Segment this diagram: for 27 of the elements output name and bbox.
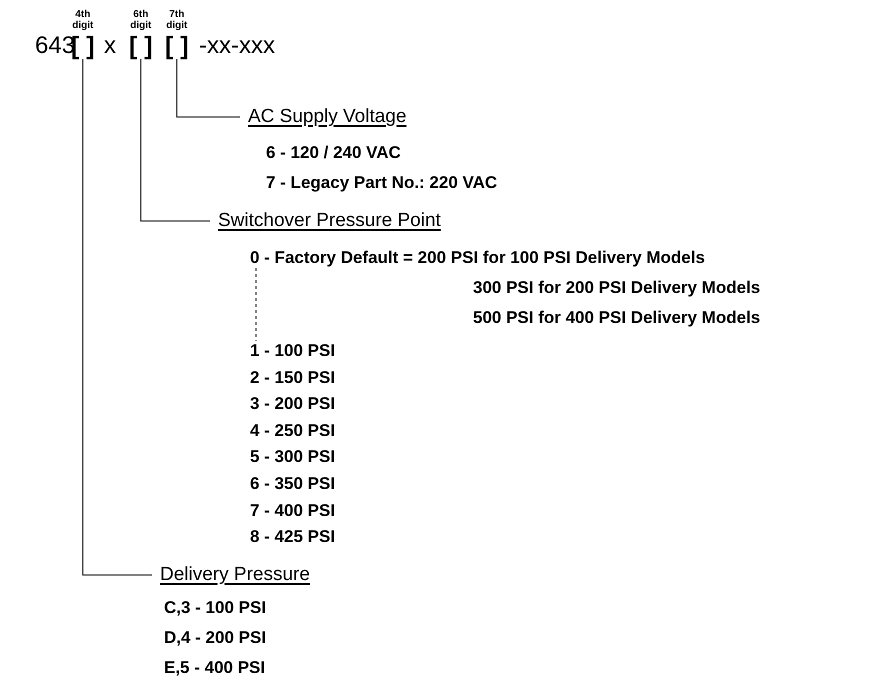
option-text: 1 - 100 PSI <box>250 341 336 361</box>
part-number-text: -xx-xxx <box>199 33 275 59</box>
leader-line <box>176 58 240 118</box>
digit-position-label: 7th digit <box>165 9 188 31</box>
section-heading: Delivery Pressure <box>152 564 310 586</box>
digit-position-label: 4th digit <box>71 9 94 31</box>
option-text: 3 - 200 PSI <box>250 394 336 414</box>
option-text: 7 - Legacy Part No.: 220 VAC <box>266 173 498 193</box>
option-text: 0 - Factory Default = 200 PSI for 100 PSI Delivery Models <box>250 248 705 268</box>
section-heading: AC Supply Voltage <box>240 106 406 128</box>
option-text: 5 - 300 PSI <box>250 447 336 468</box>
option-text: D,4 - 200 PSI <box>164 628 266 648</box>
leader-line <box>82 58 152 576</box>
option-text: 2 - 150 PSI <box>250 368 336 388</box>
option-text: 8 - 425 PSI <box>250 527 336 548</box>
option-text: 4 - 250 PSI <box>250 420 336 441</box>
part-number-text: x <box>104 33 116 59</box>
option-text: 500 PSI for 400 PSI Delivery Models <box>473 308 760 328</box>
section-heading: Switchover Pressure Point <box>210 210 441 232</box>
option-text: C,3 - 100 PSI <box>164 598 266 618</box>
option-text: 6 - 120 / 240 VAC <box>266 143 401 163</box>
option-text: E,5 - 400 PSI <box>164 658 266 677</box>
option-text: 7 - 400 PSI <box>250 500 336 521</box>
option-text: 6 - 350 PSI <box>250 474 336 494</box>
leader-line <box>140 58 210 222</box>
digit-position-label: 6th digit <box>129 9 152 31</box>
option-text: 300 PSI for 200 PSI Delivery Models <box>473 278 760 298</box>
